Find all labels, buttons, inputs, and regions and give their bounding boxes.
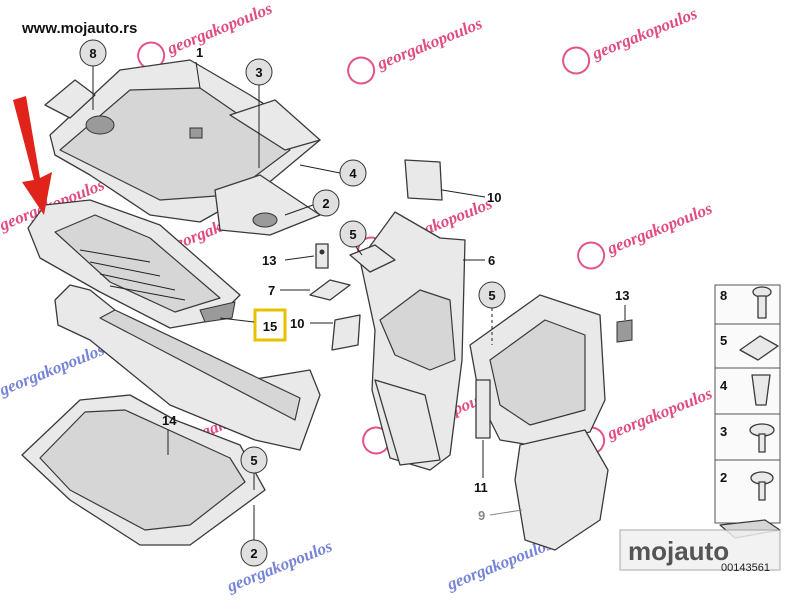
svg-text:5: 5 xyxy=(250,453,257,468)
callout-7: 7 xyxy=(268,283,310,298)
legend-label-5: 5 xyxy=(720,333,727,348)
callout-5-upper: 5 xyxy=(339,220,367,256)
mojauto-logo: mojauto xyxy=(619,529,781,571)
callout-8: 8 xyxy=(79,39,107,110)
part-6-side-panel-left xyxy=(331,159,466,471)
push-rivet-icon xyxy=(752,286,772,319)
watermark-text: georgakopoulos xyxy=(589,4,701,64)
svg-text:3: 3 xyxy=(255,65,262,80)
callout-3: 3 xyxy=(245,58,273,168)
callout-10-upper: 10 xyxy=(441,189,501,205)
callout-9: 9 xyxy=(478,508,523,523)
callout-1: 1 xyxy=(195,45,203,89)
callout-10-lower: 10 xyxy=(290,316,333,331)
part-7-bracket xyxy=(309,279,351,301)
svg-text:10: 10 xyxy=(487,190,501,205)
svg-text:4: 4 xyxy=(349,166,357,181)
callout-2-lower: 2 xyxy=(240,505,268,567)
legend-label-4: 4 xyxy=(720,378,728,393)
highlight-arrow xyxy=(13,96,52,215)
watermark-text: georgakopoulos xyxy=(604,384,716,444)
watermark-text: georgakopoulos xyxy=(223,536,335,596)
part-13-clip-left xyxy=(315,243,329,269)
svg-text:1: 1 xyxy=(196,45,203,60)
legend-label-2: 2 xyxy=(720,470,727,485)
legend-label-3: 3 xyxy=(720,424,727,439)
screw-washer-icon xyxy=(749,423,775,453)
svg-text:9: 9 xyxy=(478,508,485,523)
svg-text:13: 13 xyxy=(262,253,276,268)
watermark-text: georgakopoulos xyxy=(604,199,716,259)
svg-text:2: 2 xyxy=(322,196,329,211)
hex-screw-icon xyxy=(750,471,774,501)
callout-13-right: 13 xyxy=(615,288,629,320)
svg-text:11: 11 xyxy=(474,480,488,495)
svg-text:6: 6 xyxy=(488,253,495,268)
callout-14: 14 xyxy=(162,413,177,455)
svg-text:8: 8 xyxy=(89,46,96,61)
svg-text:7: 7 xyxy=(268,283,275,298)
svg-text:5: 5 xyxy=(488,288,495,303)
svg-text:10: 10 xyxy=(290,316,304,331)
watermark-text: georgakopoulos xyxy=(0,340,107,400)
svg-text:5: 5 xyxy=(349,227,356,242)
part-1-air-duct-upper xyxy=(44,59,321,236)
callout-11: 11 xyxy=(474,440,488,495)
callout-13-left: 13 xyxy=(262,253,315,268)
part-9-side-panel-right xyxy=(469,294,633,551)
callout-4: 4 xyxy=(299,159,367,187)
part-14-undertray xyxy=(21,284,321,546)
fastener-legend: 8 5 4 3 2 xyxy=(714,284,781,539)
svg-text:13: 13 xyxy=(615,288,629,303)
svg-text:mojauto: mojauto xyxy=(628,536,729,566)
svg-text:15: 15 xyxy=(263,319,277,334)
watermark-text: georgakopoulos xyxy=(164,0,276,58)
callout-2-upper: 2 xyxy=(284,189,340,217)
callout-5-middle: 5 xyxy=(478,281,506,345)
watermark-text: georgakopoulos xyxy=(374,14,486,74)
part-15-air-duct-lower xyxy=(27,199,241,329)
callout-6: 6 xyxy=(463,253,495,268)
svg-text:14: 14 xyxy=(162,413,177,428)
legend-label-8: 8 xyxy=(720,288,727,303)
svg-text:2: 2 xyxy=(250,546,257,561)
figure-number: 00143561 xyxy=(721,562,770,574)
site-url[interactable]: www.mojauto.rs xyxy=(22,20,138,37)
callout-15-highlighted: 15 xyxy=(219,308,287,342)
part-5-nut-upper xyxy=(349,244,396,273)
speed-nut-icon xyxy=(739,335,779,361)
expanding-clip-icon xyxy=(751,374,771,406)
callout-5-lower: 5 xyxy=(240,446,268,490)
